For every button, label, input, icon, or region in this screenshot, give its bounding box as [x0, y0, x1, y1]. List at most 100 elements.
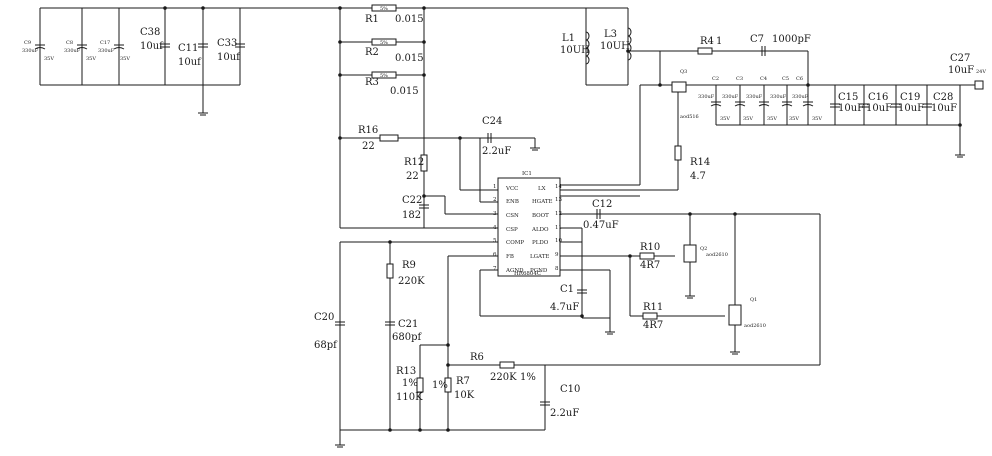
- pin-name: ENB: [506, 199, 519, 205]
- ref-label: Q1: [750, 297, 757, 303]
- pin-number: 4: [493, 225, 497, 231]
- voltage-label: 35V: [767, 116, 777, 122]
- ref-label: C9: [24, 40, 31, 46]
- value-label: 4R7: [643, 320, 663, 331]
- ref-label: C33: [217, 38, 237, 49]
- value-label: 4.7: [690, 171, 706, 182]
- value-label: 0.015: [395, 53, 424, 64]
- pin-number: 13: [555, 197, 562, 203]
- capacitor-c5: C5 330uF 35V: [770, 76, 799, 122]
- pin-name: HGATE: [532, 199, 553, 205]
- capacitor-c1: C1 4.7uF: [550, 284, 587, 313]
- ref-label: R12: [404, 157, 424, 168]
- junction-dot: [658, 83, 662, 87]
- ref-label: R3: [365, 77, 379, 88]
- capacitor-c17: C17 330uF 35V: [98, 40, 130, 62]
- value-label: 330uF: [698, 94, 715, 100]
- value-label: 330uF: [22, 48, 39, 54]
- ref-label: R16: [358, 125, 378, 136]
- value-label: 182: [402, 210, 421, 221]
- junction-dot: [338, 40, 342, 44]
- resistor-r4: R4 1: [697, 36, 722, 55]
- pin-number: 3: [493, 211, 497, 217]
- pin-number: 9: [555, 252, 559, 258]
- ground-icon: [530, 147, 540, 151]
- tolerance-label: 1%: [402, 378, 418, 389]
- ref-label: C22: [402, 195, 422, 206]
- junction-dot: [338, 73, 342, 77]
- capacitor-c38: C38 10uf: [140, 27, 170, 52]
- resistor-r13: R13 1% 110K: [396, 366, 424, 403]
- ref-label: C20: [314, 312, 334, 323]
- pin-name: VCC: [505, 186, 518, 192]
- resistor-r1: 5% R1 0.015: [365, 4, 424, 25]
- ref-label: C15: [838, 92, 858, 103]
- value-label: 110K: [396, 392, 423, 403]
- ref-label: C6: [796, 76, 803, 82]
- capacitor-c11: C11 10uf: [178, 43, 208, 68]
- ref-label: C4: [760, 76, 767, 82]
- voltage-label: 35V: [44, 56, 54, 62]
- voltage-label: 35V: [720, 116, 730, 122]
- pin-number: 1: [493, 184, 497, 190]
- ic-body: [497, 177, 561, 277]
- ground-icon: [605, 331, 615, 335]
- pin-number: 10: [555, 238, 562, 244]
- resistor-r6: R6 220K 1%: [470, 352, 536, 383]
- value-label: 4.7uF: [550, 302, 579, 313]
- ic-controller: IC1 HR6804C VCC ENB CSN CSP COMP FB AGND…: [493, 171, 562, 277]
- capacitor-c2: C2 330uF 35V: [698, 76, 730, 122]
- junction-dot: [422, 73, 426, 77]
- value-label: 0.015: [395, 14, 424, 25]
- tolerance-label: 5%: [380, 40, 388, 46]
- resistor-r16: R16 22: [358, 125, 399, 152]
- tolerance-label: 5%: [380, 6, 388, 12]
- ref-label: C5: [782, 76, 789, 82]
- mosfet-q1: Q1 aod2610: [728, 297, 766, 329]
- value-label: 1000pF: [772, 34, 811, 45]
- ref-label: C3: [736, 76, 743, 82]
- ground-symbols: [198, 112, 965, 448]
- ref-label: Q2: [700, 246, 707, 252]
- part-label: aod2610: [706, 252, 728, 258]
- capacitor-c3: C3 330uF 35V: [722, 76, 753, 122]
- ground-icon: [335, 444, 345, 448]
- voltage-label: 35V: [812, 116, 822, 122]
- value-label: 68pf: [314, 340, 338, 351]
- value-label: 10UH: [600, 41, 630, 52]
- value-label: 330uF: [770, 94, 787, 100]
- value-label: 220K: [490, 372, 517, 383]
- pin-name: COMP: [506, 240, 524, 246]
- ground-icon: [198, 112, 208, 116]
- ground-icon: [730, 351, 740, 355]
- ground-icon: [685, 295, 695, 299]
- value-label: 10uF: [898, 103, 924, 114]
- ref-label: R1: [365, 14, 379, 25]
- mosfet-q3: Q3 aod516: [671, 69, 699, 120]
- mosfet-q2: Q2 aod2610: [683, 244, 728, 263]
- inductor-l3: L3 10UH: [600, 27, 632, 61]
- value-label: 2.2uF: [550, 408, 579, 419]
- ref-label: C27: [950, 53, 970, 64]
- capacitor-c33: C33 10uf: [217, 38, 245, 63]
- value-label: 10uf: [217, 52, 241, 63]
- value-label: 330uF: [746, 94, 763, 100]
- pin-number: 2: [493, 197, 497, 203]
- value-label: 0.47uF: [583, 220, 619, 231]
- inductor-l1: L1 10UH: [560, 31, 590, 65]
- voltage-label: 35V: [743, 116, 753, 122]
- capacitor-c8: C8 330uF 35V: [64, 40, 96, 62]
- ref-label: C38: [140, 27, 160, 38]
- ref-label: C1: [560, 284, 574, 295]
- value-label: 4R7: [640, 260, 660, 271]
- capacitor-c28: C28 10uF: [922, 92, 957, 114]
- ref-label: R4: [700, 36, 714, 47]
- junction-dot: [338, 6, 342, 10]
- value-label: 10uf: [140, 41, 164, 52]
- output-terminal: 24V: [974, 69, 986, 90]
- pin-name: BOOT: [532, 213, 549, 219]
- ref-label: C7: [750, 34, 764, 45]
- pin-name: LX: [538, 186, 546, 192]
- tolerance-label: 1%: [432, 380, 448, 391]
- value-label: 10uF: [838, 103, 864, 114]
